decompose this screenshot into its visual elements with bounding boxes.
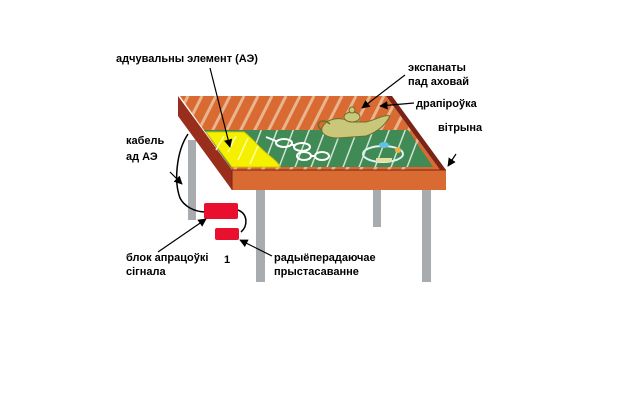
arrow-radio <box>239 239 273 257</box>
bracelet-exhibit <box>362 142 404 163</box>
label-drapery: драпіроўка <box>416 98 478 110</box>
leg-front-right <box>422 189 431 282</box>
label-mark: 1 <box>224 254 230 266</box>
label-processing-1: блок апрацоўкі <box>126 252 208 264</box>
leg-front-left <box>256 189 265 282</box>
showcase-left-side <box>178 96 232 190</box>
label-showcase: вітрына <box>438 122 483 134</box>
showcase-front-frame <box>232 170 446 190</box>
table-legs <box>188 140 431 282</box>
label-sensor: адчувальны элемент (АЭ) <box>116 53 258 65</box>
oil-lamp-exhibit <box>317 106 391 139</box>
arrow-showcase <box>447 153 457 167</box>
arrow-processing <box>157 218 207 253</box>
arrow-drapery <box>379 101 415 110</box>
label-radio-2: прыстасаванне <box>274 266 359 278</box>
spectacles-exhibit <box>265 136 330 161</box>
sensor-cable <box>175 133 207 213</box>
arrow-cable <box>169 171 183 185</box>
label-exhibits-2: пад аховай <box>408 76 469 88</box>
pointer-arrows <box>157 67 457 257</box>
arrow-exhibits <box>361 74 406 109</box>
label-cable-2: ад АЭ <box>126 151 158 163</box>
arrow-sensor <box>209 67 233 148</box>
leg-back-right <box>373 185 381 227</box>
leg-back-left <box>188 140 196 220</box>
label-processing-2: сігнала <box>126 266 167 278</box>
radio-transmitter-block <box>215 228 239 240</box>
label-radio-1: радыёперадаючае <box>274 252 376 264</box>
signal-processing-block <box>204 203 238 219</box>
showcase-right-strip <box>386 96 446 170</box>
label-exhibits-1: экспанаты <box>408 62 466 74</box>
label-cable-1: кабель <box>126 135 165 147</box>
block-link-cable <box>237 209 247 233</box>
